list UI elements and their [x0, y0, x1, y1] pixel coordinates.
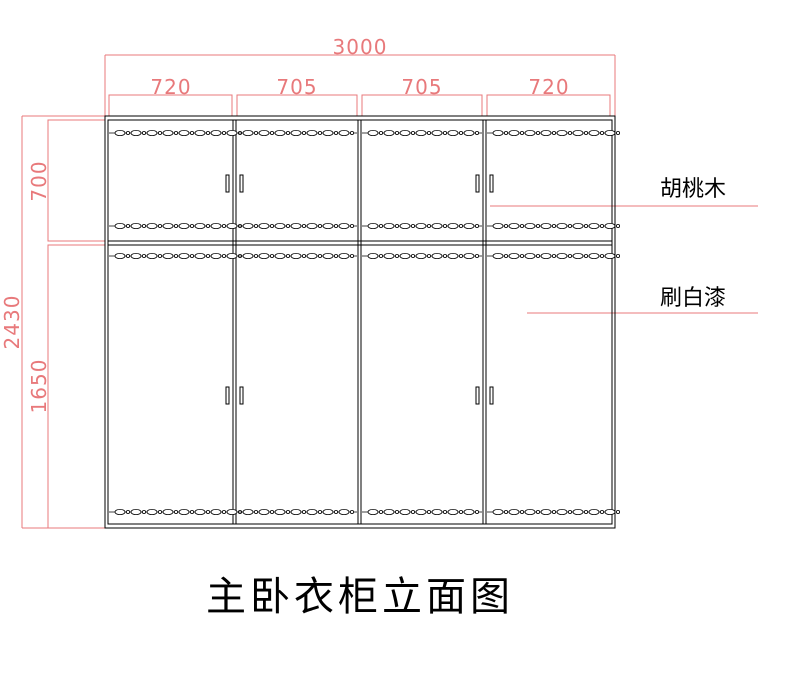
handle-upper-1[interactable]: [225, 174, 230, 193]
door-handles: [225, 174, 494, 405]
dimension-lines: [21, 54, 758, 529]
handle-upper-4[interactable]: [489, 174, 494, 193]
decorative-carving-bands: [109, 129, 621, 515]
segment-width-label-4: 720: [528, 75, 569, 99]
carving-band: [109, 129, 621, 136]
segment-width-label-1: 720: [150, 75, 191, 99]
handle-upper-3[interactable]: [475, 174, 480, 193]
handle-lower-3[interactable]: [475, 386, 480, 405]
handle-upper-2[interactable]: [239, 174, 244, 193]
note-upper-material: 胡桃木: [660, 177, 726, 202]
carving-band: [109, 252, 621, 259]
overall-height-label: 2430: [0, 295, 24, 350]
carving-band: [109, 222, 621, 229]
upper-height-label: 700: [27, 160, 51, 201]
wardrobe-cabinet: [104, 115, 616, 529]
carving-band: [109, 508, 621, 515]
drawing-title: 主卧衣柜立面图: [206, 574, 514, 620]
segment-width-label-3: 705: [401, 75, 442, 99]
handle-lower-1[interactable]: [225, 386, 230, 405]
note-lower-material: 刷白漆: [660, 286, 726, 311]
handle-lower-2[interactable]: [239, 386, 244, 405]
segment-width-label-2: 705: [276, 75, 317, 99]
handle-lower-4[interactable]: [489, 386, 494, 405]
overall-width-label: 3000: [333, 35, 388, 59]
lower-height-label: 1650: [27, 359, 51, 414]
